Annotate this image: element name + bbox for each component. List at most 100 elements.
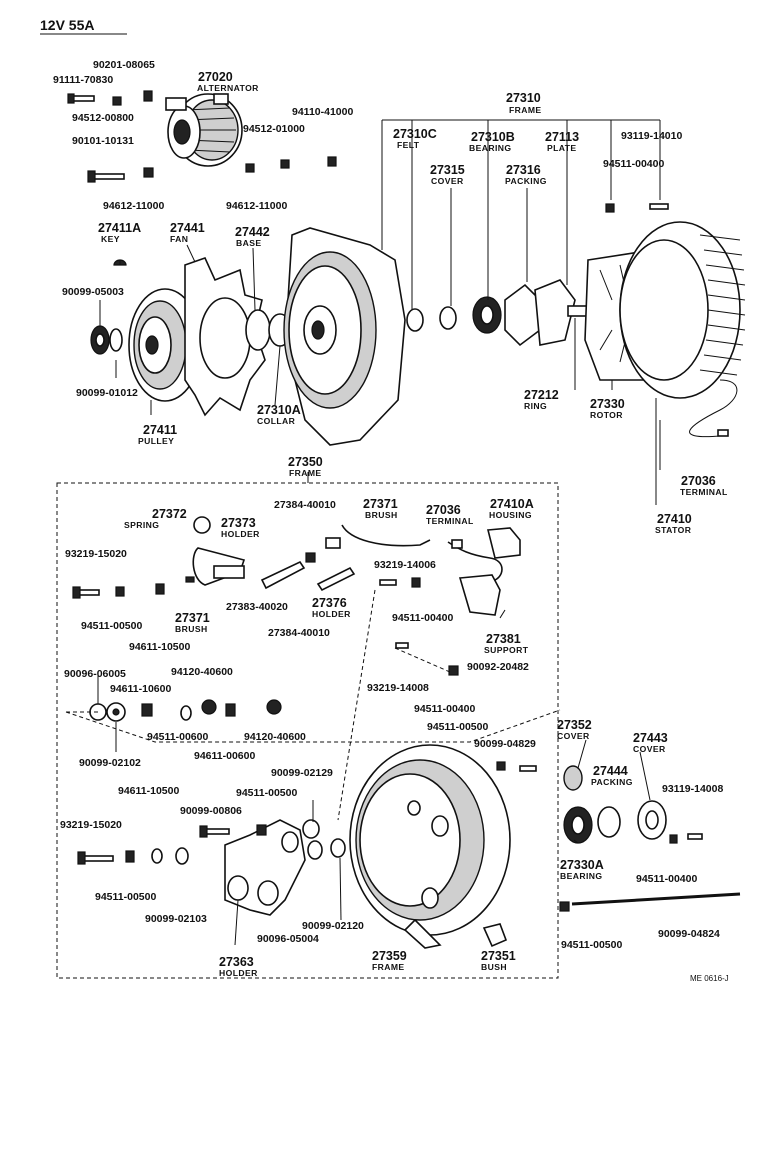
label-94512-00800: 94512-00800 bbox=[72, 112, 134, 124]
label-94511-00400-a: 94511-00400 bbox=[603, 158, 664, 170]
label-94612-11000-b: 94612-11000 bbox=[226, 200, 287, 212]
label-27310A-name: COLLAR bbox=[257, 416, 296, 426]
label-93219-15020-b: 93219-15020 bbox=[60, 819, 122, 831]
label-27363-name: HOLDER bbox=[219, 968, 258, 978]
label-93219-14006: 93219-14006 bbox=[374, 559, 436, 571]
label-27442-name: BASE bbox=[236, 238, 261, 248]
diagram-title: 12V 55A bbox=[40, 17, 94, 33]
label-27316: 27316 bbox=[506, 163, 541, 177]
label-90099-05003: 90099-05003 bbox=[62, 286, 124, 298]
part-labels: 90201-08065 91111-70830 27020 ALTERNATOR… bbox=[53, 59, 728, 978]
alternator-assembly-drawing bbox=[165, 93, 243, 167]
label-90099-02129: 90099-02129 bbox=[271, 767, 333, 779]
label-90099-04829: 90099-04829 bbox=[474, 738, 536, 750]
drawing-code: ME 0616-J bbox=[690, 974, 729, 983]
label-94120-40600-b: 94120-40600 bbox=[244, 731, 306, 743]
upper-leader-lines bbox=[99, 119, 661, 505]
label-27020: 27020 bbox=[198, 70, 233, 84]
label-27212: 27212 bbox=[524, 388, 559, 402]
label-27352-name: COVER bbox=[557, 731, 590, 741]
label-27350-name: FRAME bbox=[289, 468, 322, 478]
label-94512-01000: 94512-01000 bbox=[243, 123, 305, 135]
pulley-part bbox=[128, 288, 202, 402]
label-27411: 27411 bbox=[143, 423, 177, 437]
bolt-93119-14010 bbox=[649, 203, 669, 210]
label-90099-00806: 90099-00806 bbox=[180, 805, 242, 817]
label-94611-00600: 94611-00600 bbox=[194, 750, 255, 762]
bush-27351 bbox=[482, 923, 508, 948]
cover-27315 bbox=[439, 306, 457, 330]
label-27444-name: PACKING bbox=[591, 777, 633, 787]
label-27036-a-name: TERMINAL bbox=[680, 487, 728, 497]
label-27310-name: FRAME bbox=[509, 105, 542, 115]
label-27371-a-name: BRUSH bbox=[365, 510, 398, 520]
label-90096-05004: 90096-05004 bbox=[257, 933, 319, 945]
label-27020-name: ALTERNATOR bbox=[197, 83, 259, 93]
felt-part bbox=[406, 308, 424, 332]
base-part bbox=[245, 309, 271, 351]
label-27359-name: FRAME bbox=[372, 962, 405, 972]
label-94511-00500-a: 94511-00500 bbox=[81, 620, 142, 632]
rear-frame-27359 bbox=[349, 744, 511, 949]
label-94511-00500-e: 94511-00500 bbox=[561, 939, 622, 951]
label-94612-11000-a: 94612-11000 bbox=[103, 200, 164, 212]
frame-27350-boundary bbox=[56, 482, 559, 979]
label-27352: 27352 bbox=[557, 718, 592, 732]
washer-row bbox=[89, 699, 282, 722]
label-27372: 27372 bbox=[152, 507, 187, 521]
label-27411-name: PULLEY bbox=[138, 436, 174, 446]
label-27350: 27350 bbox=[288, 455, 323, 469]
label-94511-00400-c: 94511-00400 bbox=[414, 703, 475, 715]
label-94611-10500-a: 94611-10500 bbox=[129, 641, 190, 653]
label-27384-40010-b: 27384-40010 bbox=[268, 627, 330, 639]
label-27373-name: HOLDER bbox=[221, 529, 260, 539]
label-27330A-name: BEARING bbox=[560, 871, 602, 881]
stator-part bbox=[619, 221, 746, 438]
drive-end-frame bbox=[283, 227, 406, 446]
label-27372-name: SPRING bbox=[124, 520, 159, 530]
label-27376: 27376 bbox=[312, 596, 347, 610]
label-27330: 27330 bbox=[590, 397, 625, 411]
label-90096-06005: 90096-06005 bbox=[64, 668, 126, 680]
label-90099-02120: 90099-02120 bbox=[302, 920, 364, 932]
label-94511-00400-b: 94511-00400 bbox=[392, 612, 453, 624]
label-93119-14008-b: 93119-14008 bbox=[662, 783, 723, 795]
label-27359: 27359 bbox=[372, 949, 407, 963]
label-27441: 27441 bbox=[170, 221, 205, 235]
label-94110-41000: 94110-41000 bbox=[292, 106, 353, 118]
label-27376-name: HOLDER bbox=[312, 609, 351, 619]
label-27351-name: BUSH bbox=[481, 962, 507, 972]
label-94611-10600: 94611-10600 bbox=[110, 683, 171, 695]
holder-27363 bbox=[224, 819, 306, 916]
label-27310A: 27310A bbox=[257, 403, 301, 417]
label-90099-02102: 90099-02102 bbox=[79, 757, 141, 769]
label-27384-40010-a: 27384-40010 bbox=[274, 499, 336, 511]
label-27371-b-name: BRUSH bbox=[175, 624, 208, 634]
label-94611-10500-b: 94611-10500 bbox=[118, 785, 179, 797]
label-27411A: 27411A bbox=[98, 221, 141, 235]
label-94511-00500-d: 94511-00500 bbox=[95, 891, 156, 903]
label-27381: 27381 bbox=[486, 632, 521, 646]
label-27310C: 27310C bbox=[393, 127, 437, 141]
nut-94511-00400-top bbox=[605, 203, 615, 213]
label-27410A: 27410A bbox=[490, 497, 534, 511]
label-27310C-name: FELT bbox=[397, 140, 420, 150]
label-27113: 27113 bbox=[545, 130, 579, 144]
label-27371-b: 27371 bbox=[175, 611, 210, 625]
label-27410A-name: HOUSING bbox=[489, 510, 532, 520]
label-27310B: 27310B bbox=[471, 130, 515, 144]
label-27442: 27442 bbox=[235, 225, 270, 239]
label-27351: 27351 bbox=[481, 949, 516, 963]
label-94120-40600-a: 94120-40600 bbox=[171, 666, 233, 678]
label-27315-name: COVER bbox=[431, 176, 464, 186]
label-93219-14008-a: 93219-14008 bbox=[367, 682, 429, 694]
hardware-lower-left bbox=[77, 819, 346, 865]
label-94511-00500-b: 94511-00500 bbox=[427, 721, 488, 733]
fan-part bbox=[184, 257, 266, 417]
label-27212-name: RING bbox=[524, 401, 547, 411]
label-27036-a: 27036 bbox=[681, 474, 716, 488]
label-27373: 27373 bbox=[221, 516, 256, 530]
label-27315: 27315 bbox=[430, 163, 465, 177]
